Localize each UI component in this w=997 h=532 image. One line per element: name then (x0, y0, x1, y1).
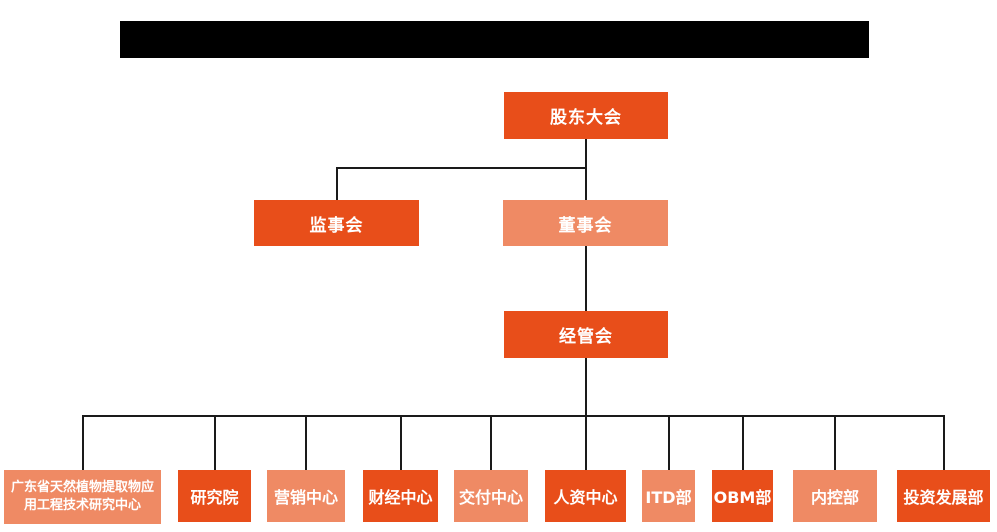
connector-departments-horizontal (82, 415, 945, 417)
connector-drop-dept-5 (490, 415, 492, 471)
org-node-management-committee: 经管会 (504, 311, 668, 358)
org-node-research-center: 广东省天然植物提取物应用工程技术研究中心 (4, 470, 161, 524)
connector-drop-dept-6 (585, 415, 587, 471)
org-node-finance-center: 财经中心 (363, 470, 438, 522)
connector-level2-horizontal (336, 167, 586, 169)
redacted-title-bar (120, 21, 869, 58)
org-node-internal-control-department: 内控部 (793, 470, 877, 522)
org-node-shareholders-meeting: 股东大会 (504, 92, 668, 139)
org-node-board-of-directors: 董事会 (503, 200, 668, 246)
org-node-itd-department: ITD部 (642, 470, 695, 522)
org-node-investment-development-department: 投资发展部 (897, 470, 990, 522)
connector-drop-dept-2 (214, 415, 216, 471)
org-node-delivery-center: 交付中心 (454, 470, 528, 522)
org-node-research-institute: 研究院 (178, 470, 251, 522)
connector-board-to-management (585, 246, 587, 312)
connector-drop-dept-3 (305, 415, 307, 471)
connector-management-to-departments (585, 358, 587, 416)
connector-drop-dept-10 (943, 415, 945, 471)
connector-drop-dept-7 (668, 415, 670, 471)
org-node-hr-center: 人资中心 (545, 470, 626, 522)
org-node-supervisory-board: 监事会 (254, 200, 419, 246)
org-node-obm-department: OBM部 (712, 470, 773, 522)
connector-drop-dept-1 (82, 415, 84, 471)
connector-drop-supervisory (336, 167, 338, 201)
org-node-marketing-center: 营销中心 (267, 470, 345, 522)
connector-root-to-board (585, 139, 587, 201)
connector-drop-dept-4 (400, 415, 402, 471)
connector-drop-dept-8 (742, 415, 744, 471)
connector-drop-dept-9 (834, 415, 836, 471)
